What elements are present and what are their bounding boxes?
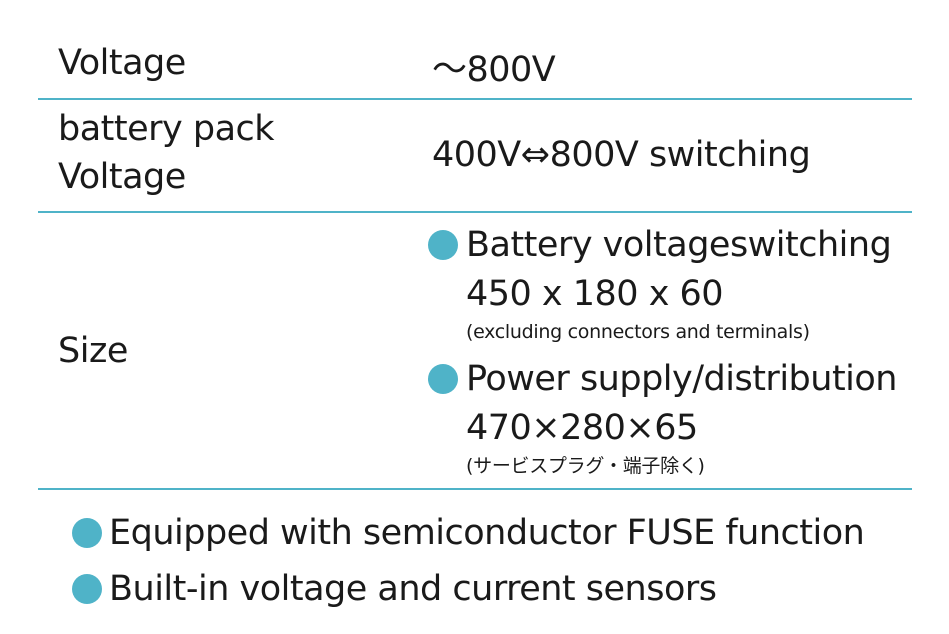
spec-row-battery-pack-voltage: battery pack Voltage 400V⇔800V switching (38, 100, 912, 213)
size-item-power-distribution: Power supply/distribution 470×280×65 (サー… (428, 355, 897, 479)
bullet-dot-icon (428, 364, 458, 394)
size-item-heading: Battery voltageswitching (428, 221, 892, 269)
spec-row-voltage: Voltage ～800V (38, 10, 912, 100)
size-item-title: Power supply/distribution (466, 359, 897, 399)
spec-label-line1: battery pack (58, 109, 275, 149)
spec-label-size: Size (58, 331, 128, 371)
size-item-dimensions: 470×280×65 (466, 408, 698, 448)
bullet-dot-icon (72, 518, 102, 548)
spec-row-size: Size Battery voltageswitching 450 x 180 … (38, 213, 912, 490)
size-item-dimensions: 450 x 180 x 60 (466, 274, 724, 314)
size-item-title: Battery voltageswitching (466, 225, 892, 265)
feature-item: Built-in voltage and current sensors (72, 561, 864, 617)
size-item-battery-switching: Battery voltageswitching 450 x 180 x 60 … (428, 221, 892, 345)
feature-text: Built-in voltage and current sensors (109, 569, 717, 609)
spec-value-battery-pack-voltage: 400V⇔800V switching (432, 135, 811, 175)
spec-table: Voltage ～800V battery pack Voltage 400V⇔… (38, 10, 912, 490)
feature-list: Equipped with semiconductor FUSE functio… (72, 505, 865, 617)
spec-label-battery-pack-voltage: battery pack Voltage (58, 105, 398, 201)
spec-label-voltage: Voltage (58, 43, 186, 83)
spec-value-voltage: ～800V (432, 50, 556, 90)
size-item-note: (excluding connectors and terminals) (466, 321, 810, 343)
spec-label-line2: Voltage (58, 157, 186, 197)
feature-item: Equipped with semiconductor FUSE functio… (72, 505, 865, 561)
bullet-dot-icon (72, 574, 102, 604)
size-item-heading: Power supply/distribution (428, 355, 897, 403)
bullet-dot-icon (428, 230, 458, 260)
feature-text: Equipped with semiconductor FUSE functio… (109, 513, 865, 553)
size-item-note: (サービスプラグ・端子除く) (466, 455, 705, 477)
